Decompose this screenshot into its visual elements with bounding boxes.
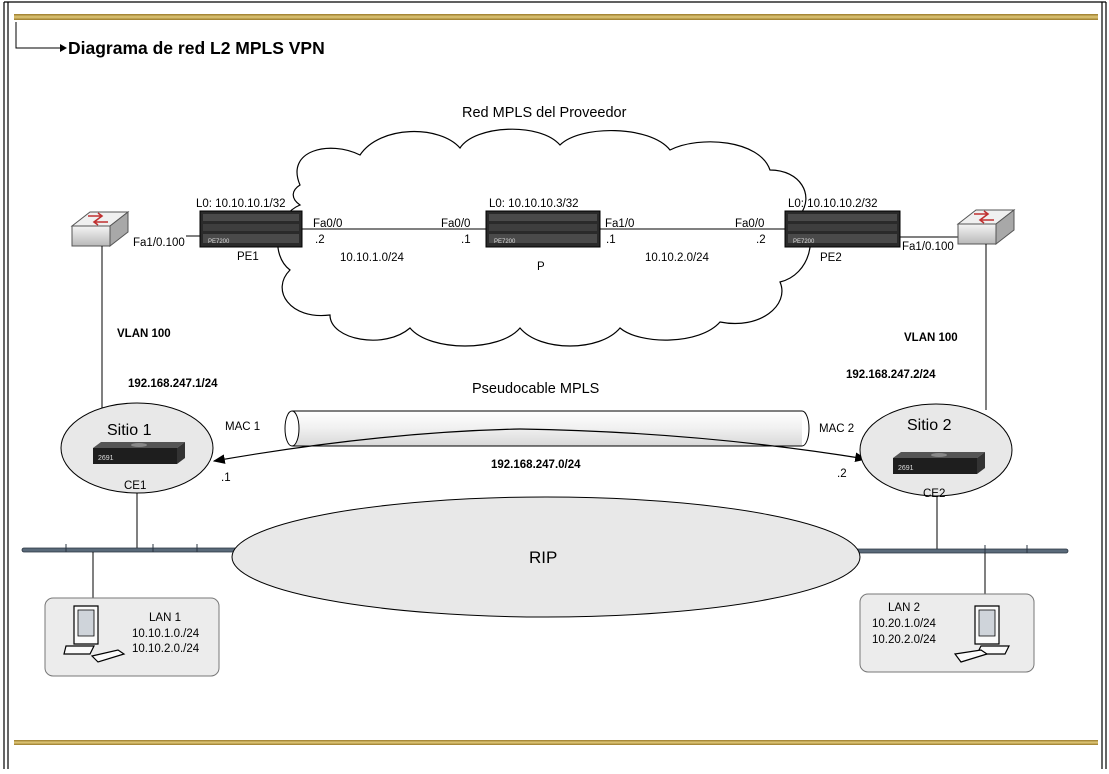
ce1-router-icon: 2691	[93, 442, 185, 464]
ce2-router-icon: 2691	[893, 452, 985, 474]
ce2-suffix: .2	[837, 468, 847, 480]
mac-right-label: MAC 2	[819, 423, 854, 435]
net1-label: 10.10.1.0/24	[340, 252, 405, 264]
bottom-rule	[14, 740, 1098, 745]
pseudowire-label: Pseudocable MPLS	[472, 381, 599, 397]
lan2-net1: 10.20.1.0/24	[872, 618, 937, 630]
page-frame	[3, 1, 1107, 769]
pseudowire-network-label: 192.168.247.0/24	[491, 459, 581, 471]
svg-text:2691: 2691	[898, 465, 914, 472]
ce1-ip-label: 192.168.247.1/24	[128, 378, 218, 390]
ce2-name: CE2	[923, 488, 945, 500]
title-arrow	[15, 22, 67, 52]
lan2-net2: 10.20.2.0/24	[872, 634, 937, 646]
p-fa00-ip-label: .1	[461, 234, 471, 246]
p-fa10-label: Fa1/0	[605, 218, 634, 230]
lan1-name: LAN 1	[149, 612, 181, 624]
net2-label: 10.10.2.0/24	[645, 252, 710, 264]
rip-area	[231, 496, 861, 618]
switch-left-icon	[70, 210, 130, 248]
p-fa00-label: Fa0/0	[441, 218, 470, 230]
router-p-icon: PE7200	[485, 210, 601, 248]
ce1-name: CE1	[124, 480, 146, 492]
p-loopback: L0: 10.10.10.3/32	[489, 198, 579, 210]
lan1-net2: 10.10.2.0./24	[132, 643, 200, 655]
svg-text:PE7200: PE7200	[208, 239, 230, 245]
lan2-box	[859, 593, 1035, 673]
lan2-pc-icon	[953, 605, 1010, 663]
lan1-pc-icon	[63, 605, 126, 663]
router-pe2-icon: PE7200	[784, 210, 901, 248]
pe2-ip-label: .2	[756, 234, 766, 246]
left-subif-label: Fa1/0.100	[133, 237, 185, 249]
svg-text:PE7200: PE7200	[793, 239, 815, 245]
right-subif-label: Fa1/0.100	[902, 241, 954, 253]
rip-label: RIP	[529, 548, 557, 567]
top-rule	[14, 14, 1098, 20]
lan1-net1: 10.10.1.0./24	[132, 628, 200, 640]
site1-name: Sitio 1	[107, 422, 152, 439]
pe2-fa00-label: Fa0/0	[735, 218, 764, 230]
pe1-fa00-label: Fa0/0	[313, 218, 342, 230]
pe1-ip-label: .2	[315, 234, 325, 246]
pe1-name: PE1	[237, 251, 259, 263]
pe2-name: PE2	[820, 252, 842, 264]
router-pe1-icon: PE7200	[199, 210, 303, 248]
vlan-right-label: VLAN 100	[904, 332, 958, 344]
site2-name: Sitio 2	[907, 417, 952, 434]
ce2-ip-label: 192.168.247.2/24	[846, 369, 936, 381]
ce1-suffix: .1	[221, 472, 231, 484]
svg-text:PE7200: PE7200	[494, 239, 516, 245]
cloud-label: Red MPLS del Proveedor	[462, 105, 627, 121]
core-links	[186, 228, 958, 238]
page-title: Diagrama de red L2 MPLS VPN	[68, 38, 325, 58]
switch-right-icon	[956, 208, 1016, 246]
vlan-left-label: VLAN 100	[117, 328, 171, 340]
pseudowire-arrow-right	[519, 428, 868, 463]
lan2-name: LAN 2	[888, 602, 920, 614]
pe1-loopback: L0: 10.10.10.1/32	[196, 198, 286, 210]
lan-bus-right	[799, 545, 1069, 554]
pe2-loopback: L0: 10.10.10.2/32	[788, 198, 878, 210]
p-fa10-ip-label: .1	[606, 234, 616, 246]
pseudowire-arrow-left	[212, 428, 521, 464]
mac-left-label: MAC 1	[225, 421, 260, 433]
svg-text:2691: 2691	[98, 455, 114, 462]
p-name: P	[537, 261, 545, 273]
